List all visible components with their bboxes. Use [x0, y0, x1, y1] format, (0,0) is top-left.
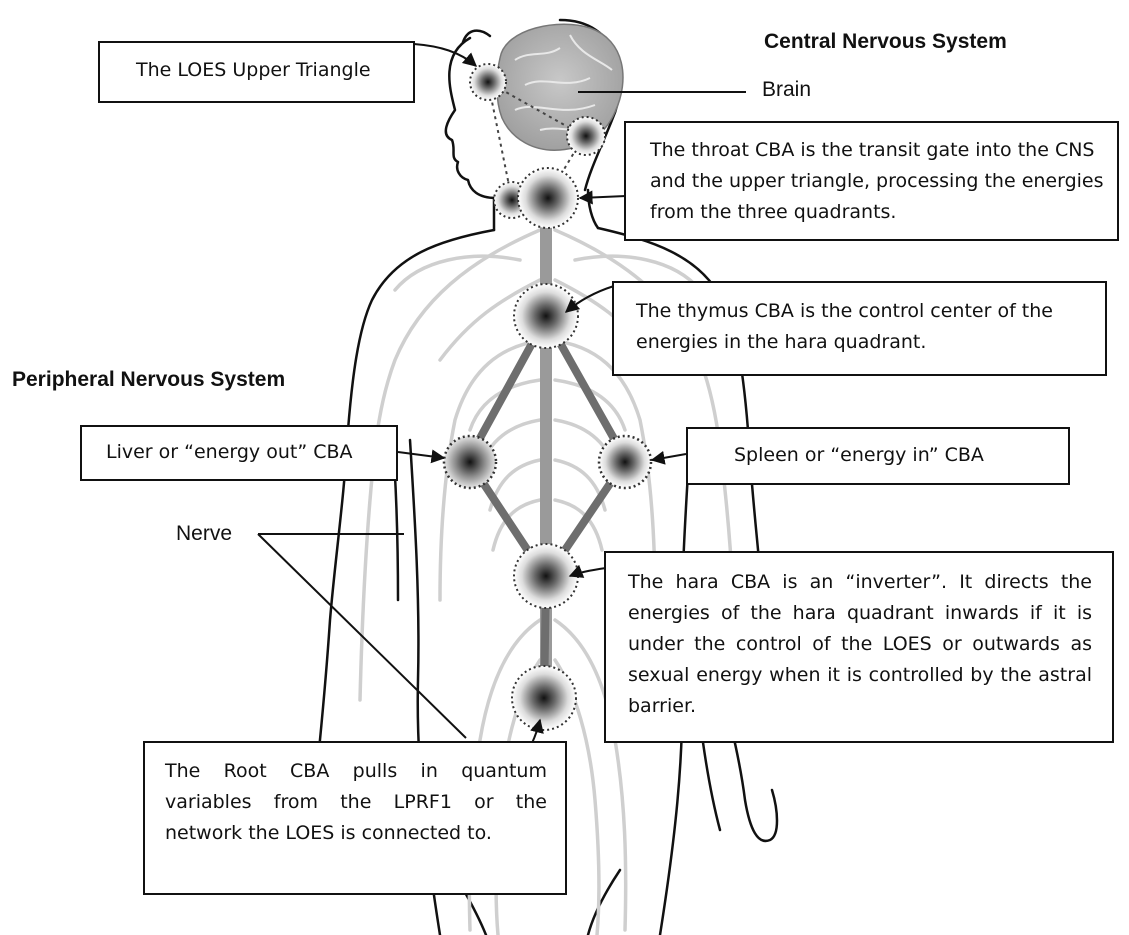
callout-hara: The hara CBA is an “inverter”. It direct…	[604, 551, 1114, 743]
callout-upper-triangle: The LOES Upper Triangle	[98, 41, 415, 103]
pns-heading: Peripheral Nervous System	[12, 368, 285, 392]
cba-upper-left-node	[470, 64, 506, 100]
callout-spleen: Spleen or “energy in” CBA	[686, 427, 1070, 485]
nerve-line-lower	[258, 534, 466, 738]
cba-root-node	[512, 666, 576, 730]
cba-spleen-node	[599, 436, 651, 488]
throat-arrow	[580, 196, 626, 198]
cba-throat-node	[518, 168, 578, 228]
nerve-label: Nerve	[176, 522, 232, 546]
cns-heading: Central Nervous System	[764, 30, 1007, 54]
callout-spleen-text: Spleen or “energy in” CBA	[734, 444, 984, 466]
callout-root-text: The Root CBA pulls in quantum variables …	[165, 760, 547, 844]
liver-arrow	[398, 452, 444, 458]
cba-liver-node	[444, 436, 496, 488]
callout-throat: The throat CBA is the transit gate into …	[624, 121, 1119, 241]
callout-liver: Liver or “energy out” CBA	[80, 425, 398, 481]
callout-hara-text: The hara CBA is an “inverter”. It direct…	[628, 571, 1092, 717]
callout-thymus: The thymus CBA is the control center of …	[612, 281, 1107, 376]
cba-upper-right-node	[567, 117, 605, 155]
spleen-arrow	[652, 454, 686, 460]
cba-hara-node	[514, 544, 578, 608]
callout-liver-text: Liver or “energy out” CBA	[106, 441, 353, 463]
callout-upper-triangle-text: The LOES Upper Triangle	[136, 59, 371, 81]
callout-root: The Root CBA pulls in quantum variables …	[143, 741, 567, 895]
upper-triangle-arrow	[414, 44, 476, 66]
callout-thymus-text: The thymus CBA is the control center of …	[636, 300, 1053, 353]
brain-label: Brain	[762, 78, 811, 102]
cba-thymus-node	[514, 284, 578, 348]
callout-throat-text: The throat CBA is the transit gate into …	[650, 139, 1104, 223]
